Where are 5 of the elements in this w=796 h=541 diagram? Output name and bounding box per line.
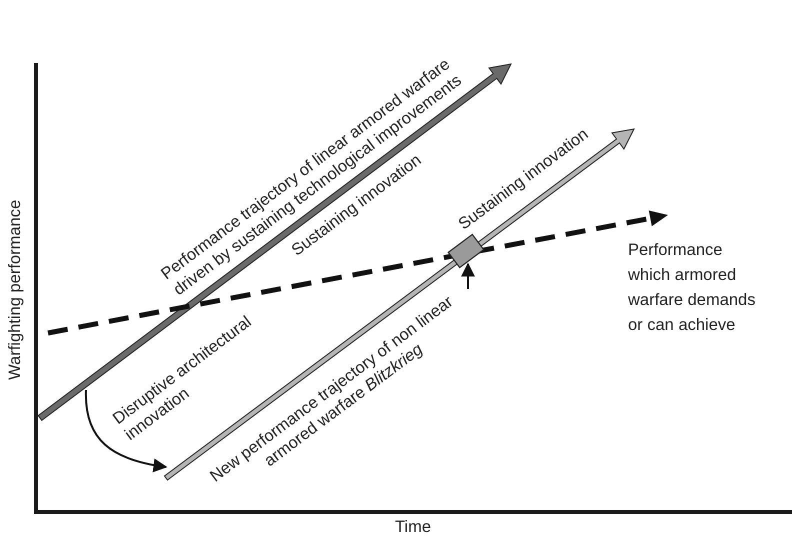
trajectory-label: Performance which armored warfare demands or can achieve <box>628 240 756 336</box>
curved-arrow <box>85 390 168 472</box>
leader-arrow <box>461 262 475 289</box>
axis-title: Time <box>394 518 432 538</box>
axis-title: Warfighting performance <box>6 198 26 382</box>
